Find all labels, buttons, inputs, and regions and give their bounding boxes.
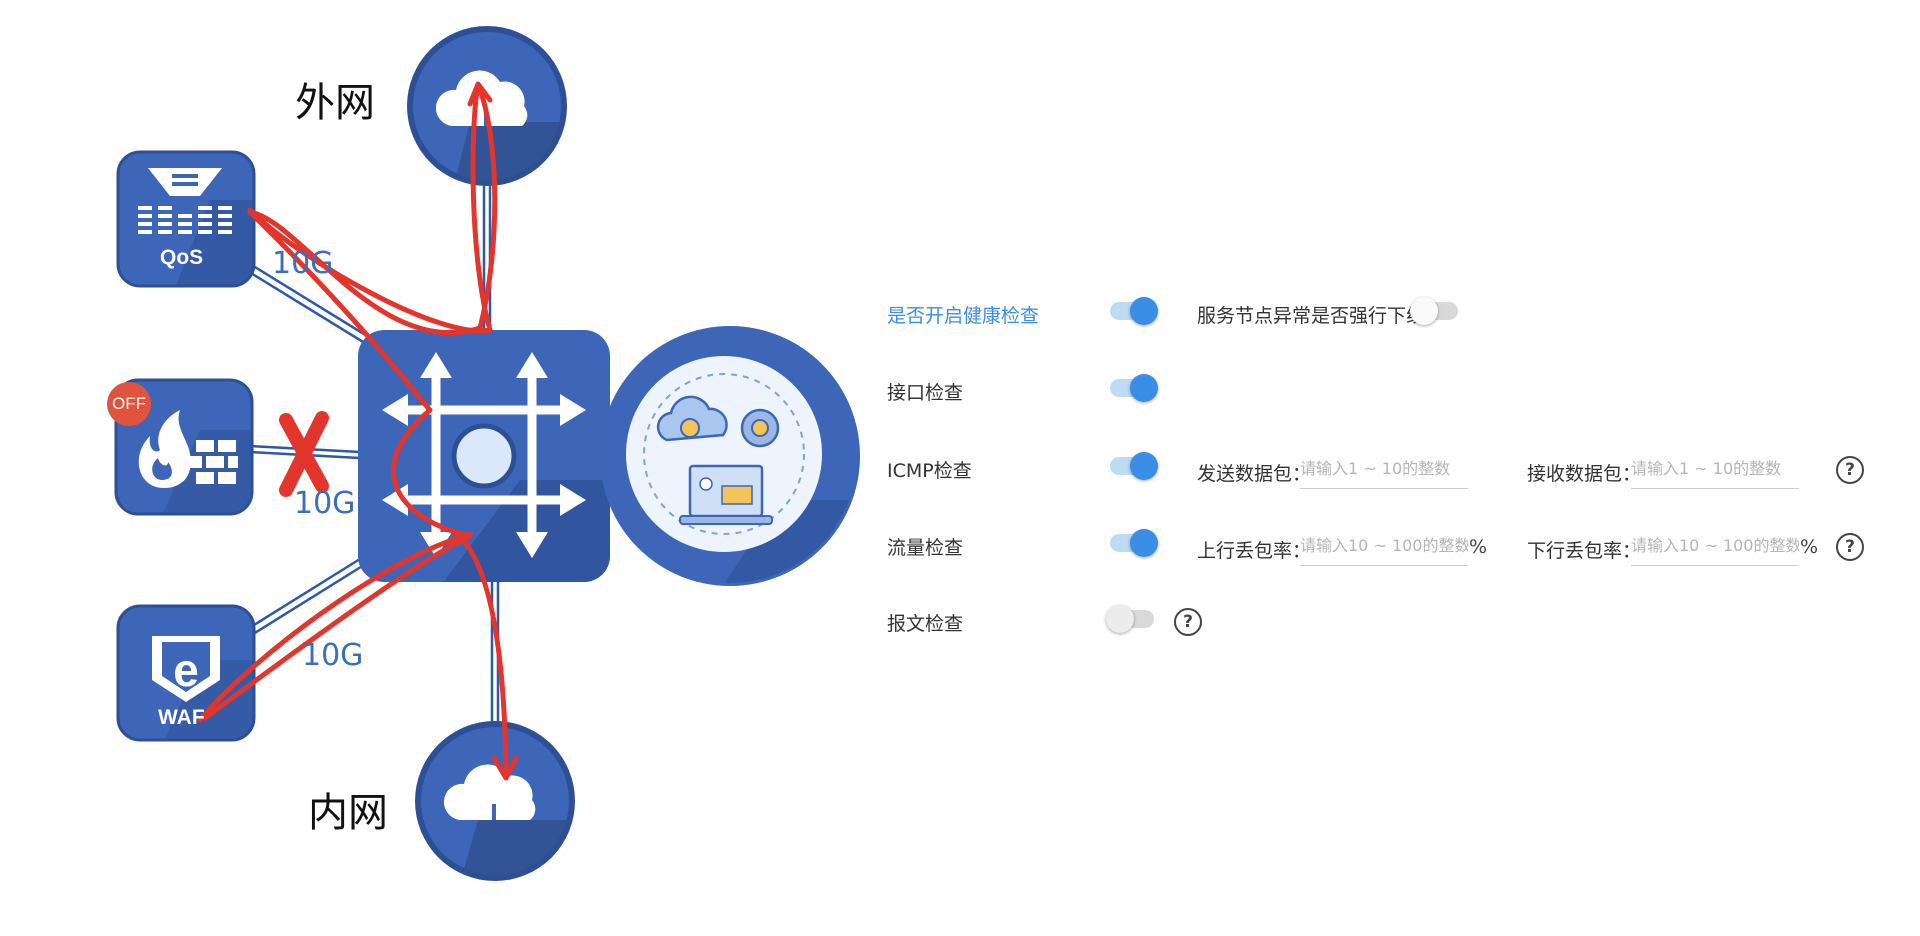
health-check-toggle[interactable] xyxy=(1108,297,1158,325)
external-network-label: 外网 xyxy=(295,80,375,126)
health-check-label: 是否开启健康检查 xyxy=(887,305,1040,327)
traffic-check-label: 流量检查 xyxy=(887,537,964,559)
qos-label: QoS xyxy=(160,246,204,269)
firewall-icon xyxy=(114,378,254,516)
port-check-label: 接口检查 xyxy=(887,382,964,404)
send-packets-field[interactable] xyxy=(1300,454,1468,489)
recv-packets-label: 接收数据包： xyxy=(1527,463,1642,485)
down-loss-label: 下行丢包率： xyxy=(1527,540,1642,562)
force-offline-label: 服务节点异常是否强行下线 xyxy=(1197,305,1426,327)
up-loss-unit: % xyxy=(1469,536,1488,558)
packet-check-label: 报文检查 xyxy=(887,613,964,635)
link-down-mark xyxy=(279,411,329,497)
recv-packets-input[interactable] xyxy=(1631,454,1799,482)
down-loss-unit: % xyxy=(1800,536,1819,558)
down-loss-input[interactable] xyxy=(1631,531,1799,559)
icmp-check-toggle[interactable] xyxy=(1108,452,1158,480)
up-loss-input[interactable] xyxy=(1300,531,1468,559)
up-loss-label: 上行丢包率： xyxy=(1197,540,1312,562)
packet-check-help-icon[interactable]: ? xyxy=(1174,608,1202,636)
link-label-waf: 10G xyxy=(302,638,364,673)
down-loss-field[interactable] xyxy=(1631,531,1799,566)
force-offline-toggle[interactable] xyxy=(1410,297,1460,325)
qos-icon xyxy=(116,150,256,288)
off-badge: OFF xyxy=(107,382,151,426)
icmp-check-label: ICMP检查 xyxy=(887,460,972,482)
internal-network-label: 内网 xyxy=(308,790,388,836)
traffic-check-toggle[interactable] xyxy=(1108,529,1158,557)
down-loss-help-icon[interactable]: ? xyxy=(1836,533,1864,561)
core-switch-icon xyxy=(358,330,610,582)
link-label-qos: 10G xyxy=(272,246,334,281)
up-loss-field[interactable] xyxy=(1300,531,1468,566)
svg-text:e: e xyxy=(173,644,199,696)
traffic-path xyxy=(197,81,519,781)
send-packets-input[interactable] xyxy=(1300,454,1468,482)
link-label-firewall: 10G xyxy=(294,486,356,521)
waf-label: WAF xyxy=(158,706,205,729)
recv-packets-help-icon[interactable]: ? xyxy=(1836,456,1864,484)
recv-packets-field[interactable] xyxy=(1631,454,1799,489)
send-packets-label: 发送数据包： xyxy=(1197,463,1312,485)
internal-network-icon xyxy=(415,721,575,881)
packet-check-toggle[interactable] xyxy=(1106,605,1156,633)
port-check-toggle[interactable] xyxy=(1108,374,1158,402)
